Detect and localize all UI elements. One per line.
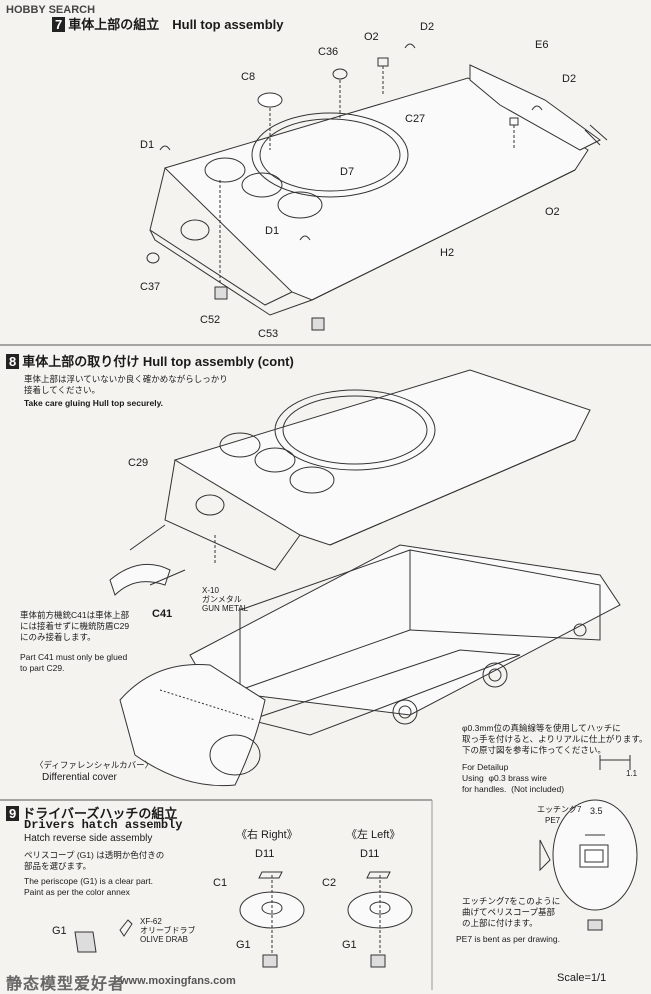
step9-title-jp: ドライバーズハッチの組立 — [22, 806, 178, 821]
step8-note-jp: 車体上部は浮いていないか良く確かめながらしっかり 接着してください。 — [24, 374, 228, 395]
pe7-label: PE7 — [545, 816, 561, 825]
part-label: C52 — [200, 314, 221, 326]
paint-code: X-10 — [202, 586, 219, 595]
hull-top-drawing-step7 — [146, 43, 608, 331]
part-label: C27 — [405, 113, 426, 125]
scale-label: Scale=1/1 — [557, 972, 607, 984]
part-label: D11 — [255, 848, 275, 860]
paint-name-jp: ガンメタル — [202, 595, 242, 604]
part-label: D2 — [420, 21, 435, 33]
step8-note-en: Take care gluing Hull top securely. — [24, 398, 164, 408]
periscope-note-en: The periscope (G1) is a clear part. Pain… — [24, 876, 153, 897]
pe7-label-jp: エッチング7 — [537, 805, 582, 814]
c41-note-en: Part C41 must only be glued to part C29. — [20, 652, 128, 673]
part-label: C36 — [318, 46, 339, 58]
dimension-label: 1.1 — [626, 769, 638, 778]
watermark-cn: 静态模型爱好者 — [6, 976, 126, 993]
part-label: D1 — [140, 139, 155, 151]
part-label: C8 — [241, 71, 256, 83]
step8-title: 車体上部の取り付け Hull top assembly (cont) — [22, 354, 294, 369]
diff-cover-label-en: Differential cover — [42, 772, 117, 783]
hatch-drawings-step9 — [74, 755, 638, 968]
step9-title-en: Drivers hatch assembly — [24, 818, 183, 832]
part-label: G1 — [236, 939, 251, 951]
part-label: O2 — [545, 206, 560, 218]
part-label: D1 — [265, 225, 280, 237]
part-label: C37 — [140, 281, 161, 293]
part-label: G1 — [342, 939, 357, 951]
hull-assembly-drawing-step8 — [109, 369, 621, 787]
part-label: H2 — [440, 247, 455, 259]
part-label: G1 — [52, 925, 67, 937]
hatch-right-label: 《右 Right》 — [236, 829, 298, 841]
wire-note-en: For Detailup Using φ0.3 brass wire for h… — [462, 762, 565, 794]
watermark-url: www.moxingfans.com — [120, 975, 236, 987]
periscope-note-jp: ペリスコープ (G1) は透明か色付きの 部品を選びます。 — [24, 850, 165, 871]
step9-number: 9 — [6, 806, 20, 821]
paint-name-en: OLIVE DRAB — [140, 935, 189, 944]
part-label: D11 — [360, 848, 380, 860]
wire-note-jp: φ0.3mm位の真鍮線等を使用してハッチに 取っ手を付けると、よりリアルに仕上が… — [462, 723, 648, 755]
c41-note-jp: 車体前方機銃C41は車体上部 には接着せずに機銃防盾C29 にのみ接着します。 — [20, 610, 130, 642]
part-label: D7 — [340, 166, 355, 178]
brand-name: HOBBY SEARCH — [6, 4, 96, 16]
hatch-left-label: 《左 Left》 — [346, 829, 401, 841]
paint-callout-gunmetal: X-10 ガンメタル GUN METAL — [202, 586, 248, 613]
step7-number: 7 — [52, 17, 66, 32]
part-label: C1 — [213, 877, 228, 889]
paint-name-jp: オリーブドラブ — [140, 926, 196, 935]
step8-number: 8 — [6, 354, 20, 369]
diff-cover-label-jp: 〈ディファレンシャルカバー〉 — [35, 760, 154, 770]
part-label: C41 — [152, 608, 173, 620]
paint-code: XF-62 — [140, 917, 162, 926]
paint-name-en: GUN METAL — [202, 604, 249, 613]
step7-title: 車体上部の組立 Hull top assembly — [68, 17, 284, 32]
part-label: C2 — [322, 877, 337, 889]
part-label: C53 — [258, 328, 279, 340]
paint-callout-olive: XF-62 オリーブドラブ OLIVE DRAB — [140, 917, 196, 944]
part-label: O2 — [364, 31, 379, 43]
step9-subtitle: Hatch reverse side assembly — [24, 833, 153, 844]
pe7-note-en: PE7 is bent as per drawing. — [456, 934, 560, 944]
part-label: E6 — [535, 39, 549, 51]
dimension-label: 3.5 — [590, 806, 603, 816]
part-label: C29 — [128, 457, 149, 469]
site-header: HOBBY SEARCH — [6, 4, 95, 16]
pe7-note-jp: エッチング7をこのように 曲げてペリスコープ基部 の上部に付けます。 — [462, 896, 561, 928]
part-label: D2 — [562, 73, 577, 85]
